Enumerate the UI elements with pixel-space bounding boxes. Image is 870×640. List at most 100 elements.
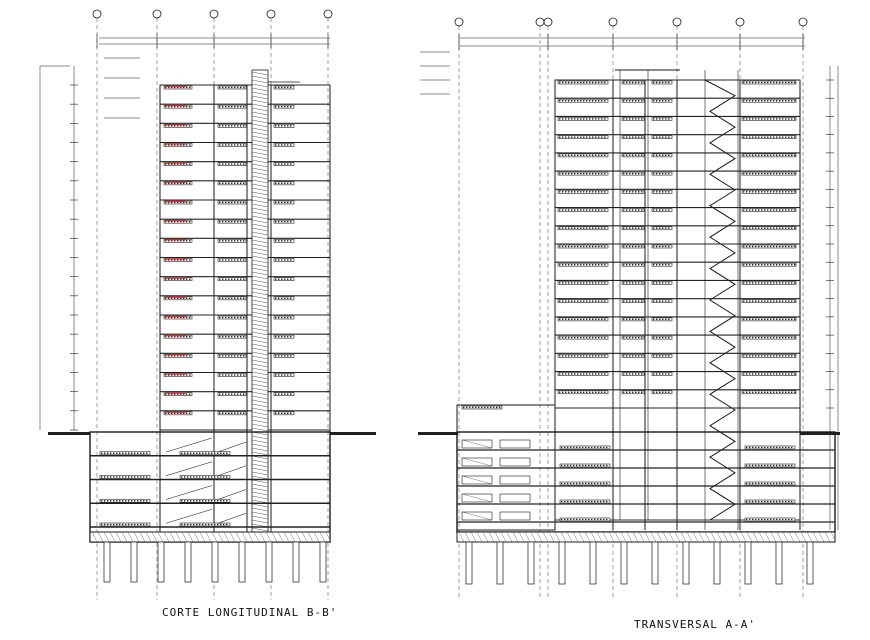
beam-dot (656, 318, 658, 321)
foundation-hatch (650, 531, 657, 543)
beam-dot (183, 182, 185, 185)
beam-dot (758, 191, 760, 193)
beam-dot (595, 282, 597, 284)
beam-dot (604, 154, 606, 157)
beam-dot (758, 81, 760, 84)
beam-dot (785, 118, 787, 120)
beam-dot (231, 201, 233, 204)
beam-dot (668, 282, 670, 284)
beam-dot (189, 105, 191, 108)
beam-dot (776, 118, 778, 120)
beam-dot (629, 300, 631, 302)
beam-dot (592, 118, 594, 120)
beam-dot (571, 355, 573, 357)
beam-dot (225, 220, 227, 223)
beam-dot (189, 316, 191, 319)
beam-dot (237, 163, 239, 165)
beam-dot (284, 335, 286, 338)
ramp (165, 508, 213, 524)
basement-beam-dot (184, 452, 186, 454)
beam-dot (186, 105, 188, 108)
beam-dot (659, 100, 661, 102)
beam-dot (237, 297, 239, 300)
beam-dot (586, 81, 588, 84)
beam-dot (228, 335, 230, 338)
foundation-hatch (524, 531, 531, 543)
beam-dot (773, 300, 775, 302)
beam-dot (604, 136, 606, 138)
beam-dot (788, 154, 790, 157)
basement-beam-dot (779, 464, 781, 467)
beam-dot (761, 172, 763, 175)
beam-dot (183, 240, 185, 242)
beam-dot (623, 373, 625, 375)
beam-dot (788, 264, 790, 266)
beam-dot (284, 144, 286, 146)
beam-dot (788, 118, 790, 120)
beam-dot (290, 105, 292, 108)
beam-dot (779, 373, 781, 375)
beam-dot (761, 245, 763, 248)
beam-dot (240, 393, 242, 395)
beam-dot (794, 209, 796, 211)
beam-dot (791, 300, 793, 302)
beam-dot (743, 245, 745, 248)
beam-dot (782, 209, 784, 211)
beam (741, 390, 797, 395)
beam-dot (653, 300, 655, 302)
basement-beam-dot (779, 446, 781, 449)
beam-dot (287, 86, 289, 89)
grid-axis-5-bubble (323, 9, 333, 19)
beam-dot (180, 412, 182, 415)
beam-dot (595, 81, 597, 84)
beam-dot (656, 154, 658, 157)
beam-dot (595, 391, 597, 393)
beam-dot (638, 336, 640, 339)
left-section-title: CORTE LONGITUDINAL B-B' (162, 606, 338, 619)
basement-beam-dot (101, 523, 103, 526)
beam-dot (653, 100, 655, 102)
beam-dot (770, 336, 772, 339)
beam-dot (171, 201, 173, 204)
stair-hatch (251, 239, 269, 244)
beam-dot (604, 391, 606, 393)
stair-hatch (251, 527, 269, 532)
beam-dot (565, 336, 567, 339)
beam-dot (653, 172, 655, 175)
beam-dot (562, 391, 564, 393)
beam-dot (788, 81, 790, 84)
basement-beam-dot (579, 518, 581, 521)
basement-beam-dot (785, 482, 787, 485)
beam-dot (656, 136, 658, 138)
beam-dot (240, 86, 242, 89)
basement-beam-dot (101, 476, 103, 478)
podium-roof-beam-dot (466, 406, 468, 409)
beam-dot (574, 300, 576, 302)
beam-dot (665, 100, 667, 102)
beam-dot (794, 391, 796, 393)
podium-roof-beam-dot (469, 406, 471, 409)
beam-dot (231, 259, 233, 261)
beam-dot (219, 335, 221, 338)
basement-beam-dot (791, 518, 793, 521)
beam-dot (243, 240, 245, 242)
basement-beam-dot (104, 523, 106, 526)
basement-beam-dot (764, 500, 766, 503)
beam-dot (165, 374, 167, 376)
beam-dot (278, 355, 280, 357)
beam-dot (225, 355, 227, 357)
beam-dot (632, 81, 634, 84)
basement-beam-dot (217, 452, 219, 454)
beam-dot (598, 373, 600, 375)
stair-hatch (251, 75, 269, 80)
stair-hatch (251, 295, 269, 300)
beam-dot (189, 297, 191, 300)
beam-dot (665, 391, 667, 393)
beam-dot (589, 318, 591, 321)
beam-dot (752, 391, 754, 393)
beam-dot (559, 227, 561, 229)
beam-dot (281, 163, 283, 165)
beam-dot (665, 336, 667, 339)
beam-dot (764, 209, 766, 211)
pile (157, 541, 165, 583)
